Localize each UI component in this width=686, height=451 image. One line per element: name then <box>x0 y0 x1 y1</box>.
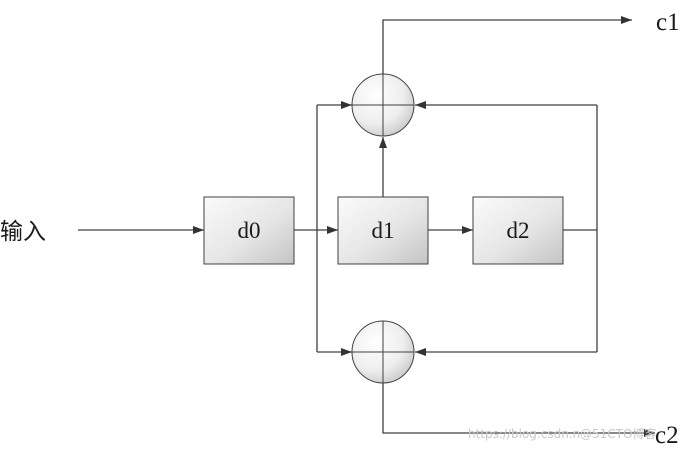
register-d1-label: d1 <box>372 218 395 243</box>
watermark-url: https://blog.csdn.n <box>468 427 580 441</box>
bottom-xor-adder-icon <box>351 320 415 384</box>
register-d2: d2 <box>472 196 564 265</box>
output-c2-arrow <box>382 383 655 437</box>
input-label: 输入 <box>0 219 46 245</box>
output-c2-label: c2 <box>655 422 679 449</box>
output-c1-label: c1 <box>656 9 680 36</box>
output-c1-arrow <box>382 16 632 74</box>
register-d2-label: d2 <box>507 218 530 243</box>
register-d0: d0 <box>203 196 295 265</box>
watermark-site: @51CTO博客 <box>580 426 656 441</box>
top-xor-adder-icon <box>351 73 415 137</box>
register-d2-box <box>472 196 564 265</box>
register-d0-label: d0 <box>238 218 261 243</box>
register-d1: d1 <box>337 196 429 265</box>
register-d0-box <box>203 196 295 265</box>
